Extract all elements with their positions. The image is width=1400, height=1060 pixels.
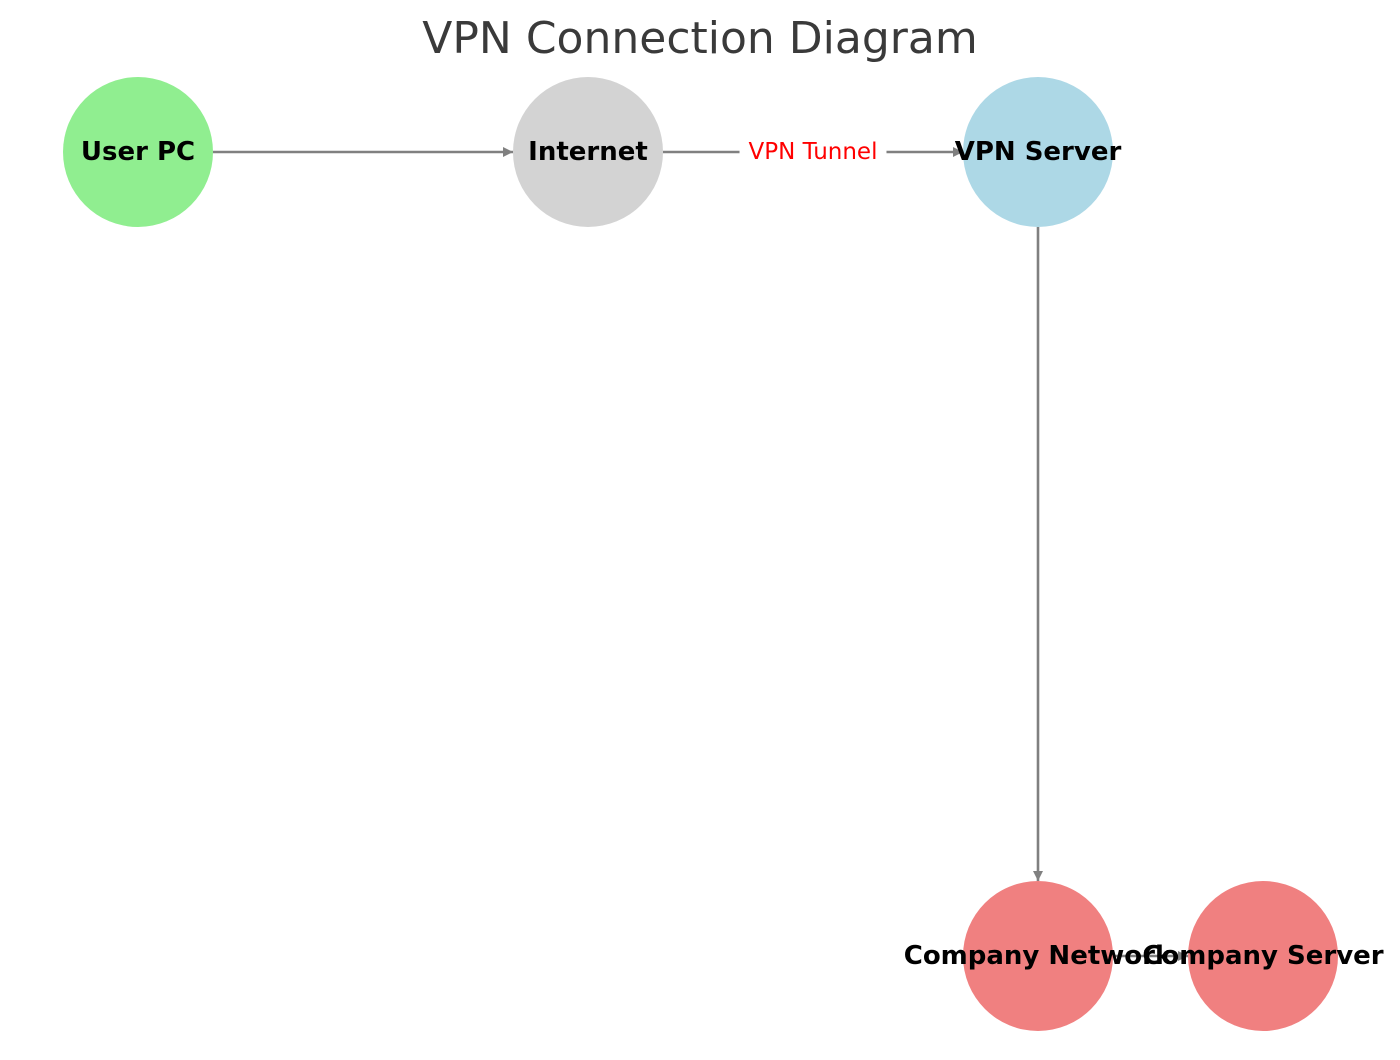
node-internet [513, 77, 663, 227]
edges-layer [213, 147, 1188, 961]
node-label-vpn-server: VPN Server [955, 137, 1122, 167]
edge-labels-layer: VPN Tunnel [739, 136, 887, 168]
diagram-title: VPN Connection Diagram [422, 13, 977, 64]
edge-label: VPN Tunnel [749, 139, 878, 165]
edge-label-background [739, 136, 887, 168]
node-company-network [963, 881, 1113, 1031]
node-label-company-network: Company Network [904, 941, 1173, 971]
node-user-pc [63, 77, 213, 227]
edge-label-group: VPN Tunnel [739, 136, 887, 168]
node-label-internet: Internet [528, 137, 648, 167]
node-company-server [1188, 881, 1338, 1031]
node-label-company-server: Company Server [1142, 941, 1383, 971]
node-label-user-pc: User PC [81, 137, 195, 167]
node-vpn-server [963, 77, 1113, 227]
nodes-layer [63, 77, 1338, 1031]
